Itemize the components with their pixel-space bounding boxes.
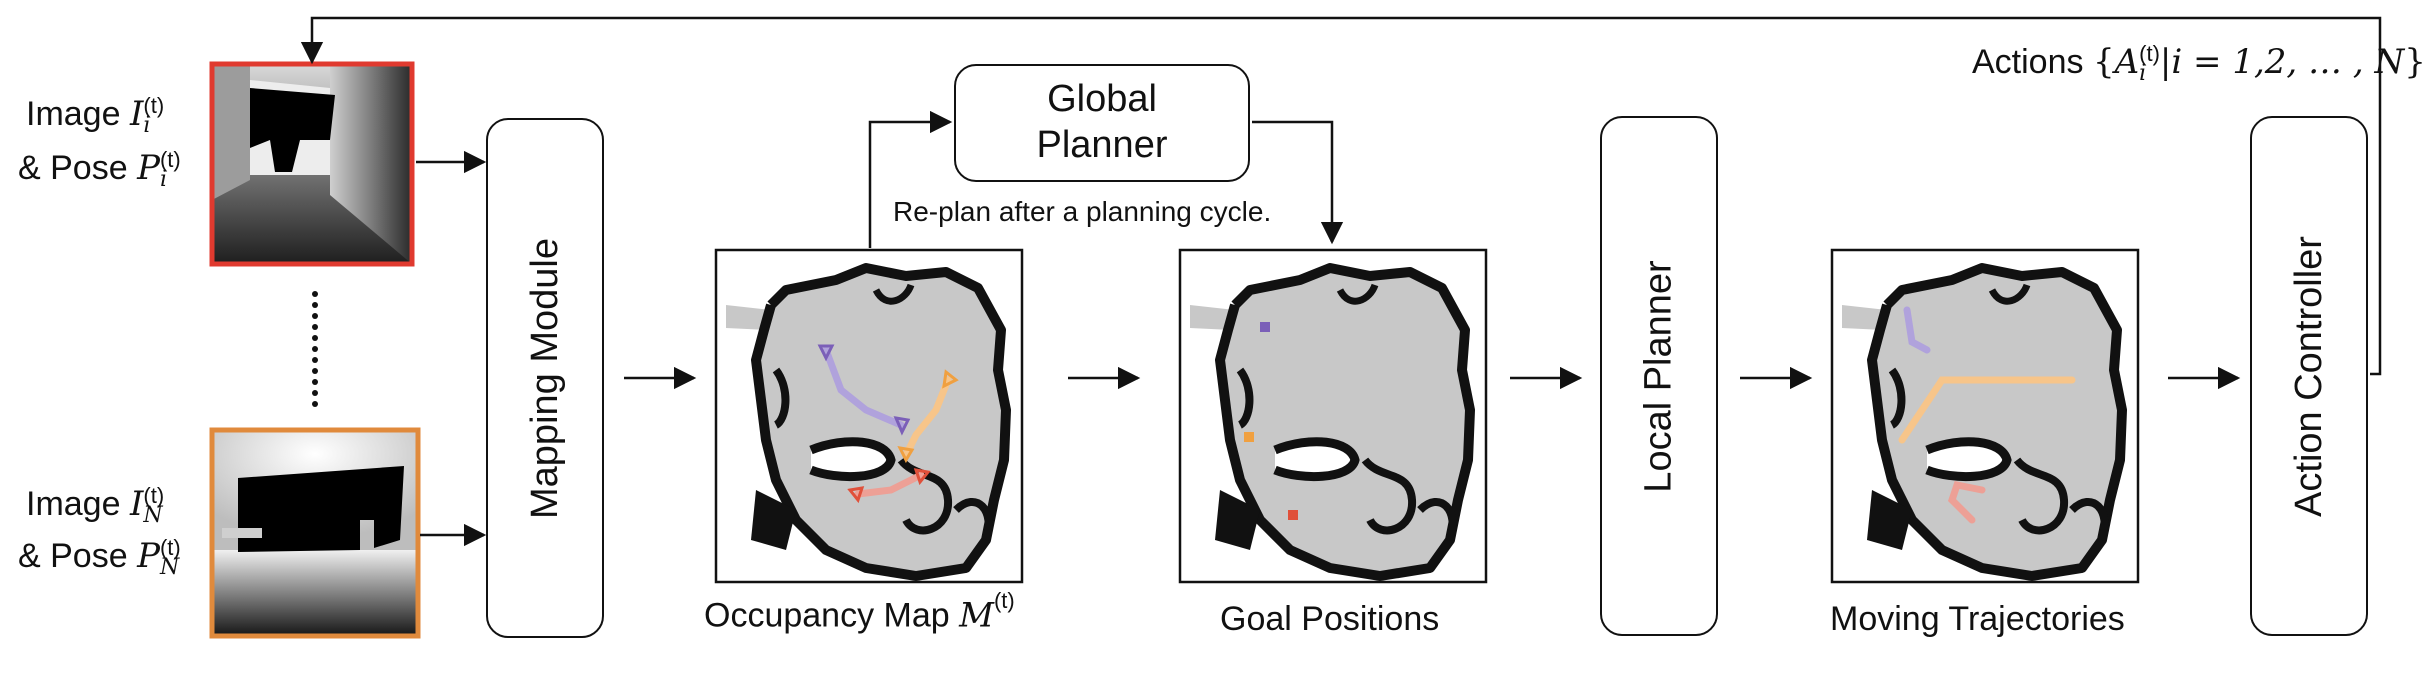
obstacle-island [1275, 442, 1355, 477]
depth-image-agent-n [212, 430, 418, 636]
goal-red [1288, 510, 1298, 520]
replan-note: Re-plan after a planning cycle. [893, 196, 1271, 228]
image-symbol-top: I [130, 94, 143, 134]
input-label-top: Image I(t)i [26, 96, 164, 136]
input-label-bottom: Image I(t)N [26, 486, 164, 526]
trajectories-caption: Moving Trajectories [1830, 600, 2125, 639]
pose-sub-top: i [160, 170, 181, 190]
local-planner-box: Local Planner [1600, 116, 1718, 636]
occupancy-caption-sup: (t) [994, 588, 1015, 613]
obstacle-island [1927, 442, 2007, 477]
actions-word: Actions [1972, 43, 2084, 81]
mapping-module-label: Mapping Module [524, 238, 567, 519]
image-sub-top: i [143, 116, 164, 136]
occupancy-caption: Occupancy Map M(t) [704, 594, 1015, 635]
global-planner-line2: Planner [1037, 123, 1168, 169]
pose-word-bottom: & Pose [18, 537, 128, 575]
goal-orange [1244, 432, 1254, 442]
pose-word-top: & Pose [18, 149, 128, 187]
image-symbol-bottom: I [130, 484, 143, 524]
global-planner-box: Global Planner [954, 64, 1250, 182]
global-planner-label: Global Planner [1037, 77, 1168, 168]
pose-label-top: & Pose P(t)i [18, 150, 181, 190]
depth-image-agent-i [212, 64, 412, 264]
occupancy-caption-symbol: M [959, 595, 994, 635]
occupancy-caption-word: Occupancy Map [704, 596, 950, 634]
goals-caption: Goal Positions [1220, 600, 1439, 639]
goal-positions-map [1180, 250, 1486, 582]
actions-set-close: } [2404, 42, 2426, 82]
image-word-bottom: Image [26, 485, 121, 523]
image-sub-bottom: N [143, 506, 164, 526]
actions-set-open: { [2093, 42, 2115, 82]
image-word-top: Image [26, 95, 121, 133]
actions-condition: |i = 1,2, … , N [2160, 42, 2404, 82]
goal-purple [1260, 322, 1270, 332]
actions-sub: i [2139, 64, 2160, 84]
occupancy-map [716, 250, 1022, 582]
actions-label: Actions {A(t)i|i = 1,2, … , N} [1972, 44, 2426, 84]
global-planner-line1: Global [1037, 77, 1168, 123]
pose-label-bottom: & Pose P(t)N [18, 538, 181, 578]
pose-symbol-bottom: P [137, 536, 160, 576]
pose-sub-bottom: N [160, 558, 181, 578]
actions-symbol: A [2115, 42, 2140, 82]
mapping-module-box: Mapping Module [486, 118, 604, 638]
action-controller-box: Action Controller [2250, 116, 2368, 636]
action-controller-label: Action Controller [2288, 236, 2331, 517]
pose-symbol-top: P [137, 148, 160, 188]
local-planner-label: Local Planner [1638, 260, 1681, 492]
arrow-occupancy-to-global-planner [870, 122, 950, 248]
moving-trajectories-map [1832, 250, 2138, 582]
obstacle-island [811, 442, 891, 477]
ellipsis-dots [312, 291, 318, 407]
